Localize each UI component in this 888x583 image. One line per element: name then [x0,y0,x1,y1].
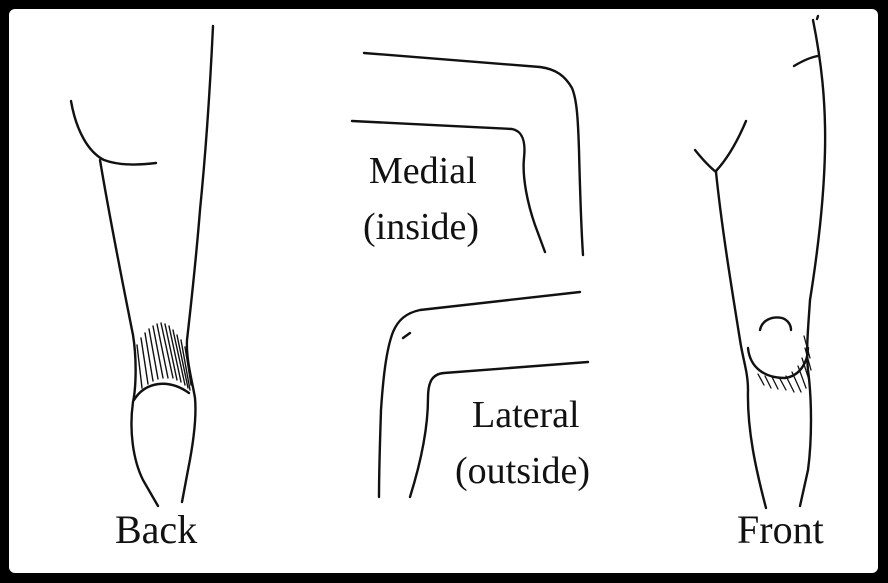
label-medial: Medial [369,152,477,190]
label-medial-inside: (inside) [363,208,479,246]
label-lateral-outside: (outside) [455,452,590,490]
back-leg-drawing [71,26,213,506]
label-lateral: Lateral [472,396,580,434]
front-leg-drawing [695,16,825,508]
label-back: Back [115,510,197,550]
label-front: Front [737,510,824,550]
